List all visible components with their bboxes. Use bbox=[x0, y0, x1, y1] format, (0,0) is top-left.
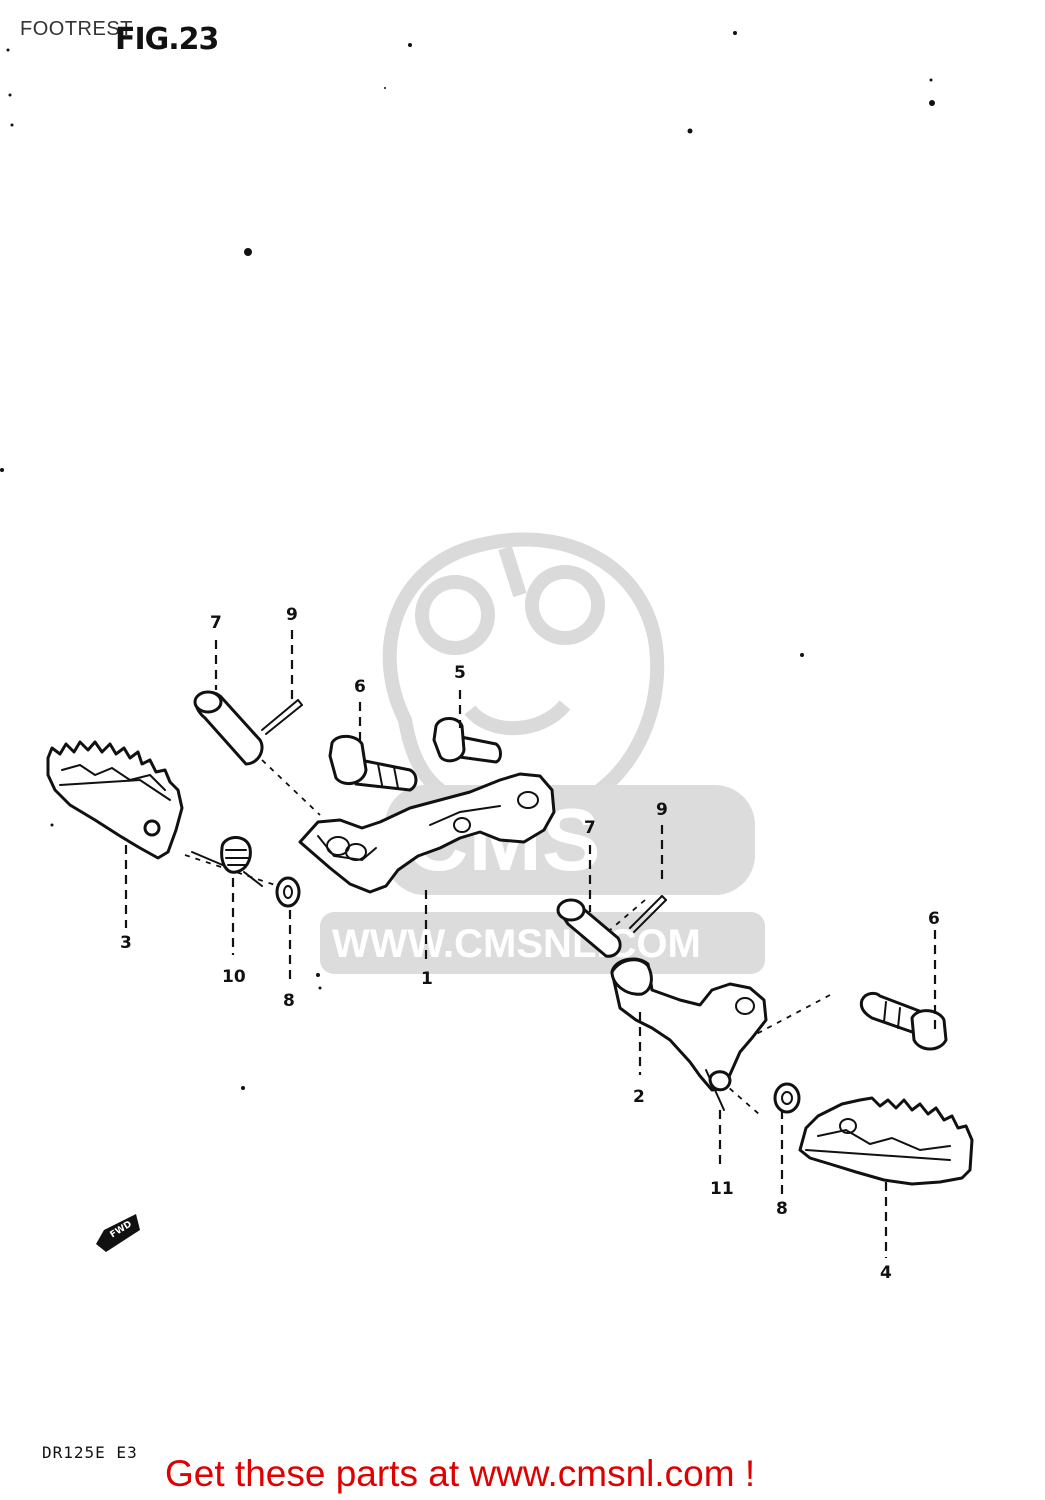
callout-1: 1 bbox=[421, 969, 433, 989]
direction-tag: FWD bbox=[96, 1214, 140, 1252]
watermark: CMS WWW.CMSNL.COM bbox=[320, 532, 765, 974]
callout-3: 3 bbox=[120, 933, 132, 953]
scan-specks bbox=[0, 31, 935, 1090]
figure-label: FIG.23 bbox=[115, 22, 219, 57]
callout-10: 10 bbox=[222, 967, 246, 987]
callout-6-upper: 6 bbox=[354, 677, 366, 697]
callout-7-left: 7 bbox=[210, 613, 222, 633]
watermark-mascot-logo bbox=[382, 532, 665, 816]
part-bolt-upper bbox=[328, 734, 418, 792]
watermark-url: WWW.CMSNL.COM bbox=[332, 922, 701, 966]
footer-shop-link[interactable]: Get these parts at www.cmsnl.com ! bbox=[165, 1453, 756, 1494]
part-footrest-right bbox=[798, 1096, 974, 1186]
part-bracket-right bbox=[610, 957, 768, 1111]
callout-8-left: 8 bbox=[283, 991, 295, 1011]
part-pin-right bbox=[556, 898, 622, 958]
part-pin-left bbox=[193, 690, 264, 766]
part-footrest-left bbox=[46, 740, 184, 860]
callout-9-left: 9 bbox=[286, 605, 298, 625]
model-code: DR125E E3 bbox=[42, 1443, 138, 1462]
callout-2: 2 bbox=[633, 1087, 645, 1107]
part-spring-left bbox=[191, 836, 263, 887]
part-washer-right bbox=[773, 1082, 801, 1114]
page-title: FOOTREST bbox=[20, 18, 133, 40]
part-bolt-5 bbox=[432, 717, 502, 764]
callout-4: 4 bbox=[880, 1263, 892, 1283]
callout-6-right: 6 bbox=[928, 909, 940, 929]
callout-7-right: 7 bbox=[584, 818, 596, 838]
part-washer-left bbox=[275, 876, 301, 908]
callout-9-right: 9 bbox=[656, 800, 668, 820]
part-bolt-right bbox=[859, 991, 948, 1051]
callout-11: 11 bbox=[710, 1179, 734, 1199]
callout-5: 5 bbox=[454, 663, 466, 683]
part-bracket-left bbox=[298, 772, 556, 894]
callout-8-right: 8 bbox=[776, 1199, 788, 1219]
part-cotter-pin-left bbox=[261, 699, 303, 735]
callout-leaders bbox=[124, 630, 937, 1258]
callouts: 7 9 6 5 3 10 8 1 7 9 2 11 8 6 4 bbox=[120, 605, 940, 1283]
part-cotter-pin-right bbox=[629, 895, 667, 933]
